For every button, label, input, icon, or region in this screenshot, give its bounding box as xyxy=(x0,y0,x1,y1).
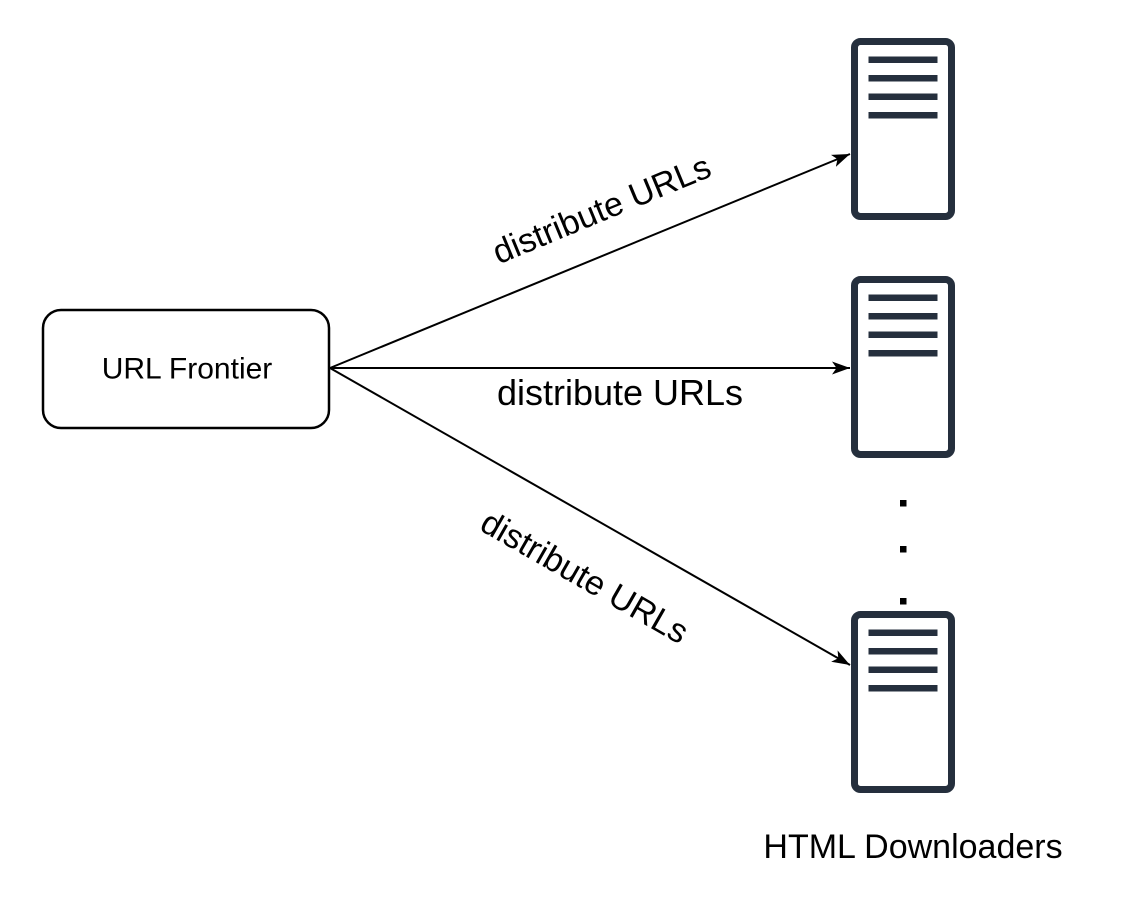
server-bar xyxy=(868,331,938,338)
server-frame xyxy=(851,276,955,458)
server-bar xyxy=(868,666,938,673)
server-frame xyxy=(851,611,955,793)
server-bar xyxy=(868,313,938,320)
server-bar xyxy=(868,685,938,692)
ellipsis-dot xyxy=(900,598,907,605)
url-frontier-box xyxy=(41,308,331,430)
arrow-line-1 xyxy=(329,153,851,369)
server-icon-3 xyxy=(851,611,955,793)
server-icon-1 xyxy=(851,38,955,220)
server-bar xyxy=(868,648,938,655)
edge-distribute-urls-1: distribute URLs xyxy=(329,148,851,369)
server-bar xyxy=(868,112,938,119)
server-bar xyxy=(868,75,938,82)
ellipsis-dot xyxy=(900,500,907,507)
url-frontier-node: URL Frontier xyxy=(41,308,331,430)
url-frontier-label: URL Frontier xyxy=(102,353,273,386)
server-bar xyxy=(868,350,938,357)
edge-label-3: distribute URLs xyxy=(474,503,695,651)
edge-label-1: distribute URLs xyxy=(487,148,716,272)
server-bar xyxy=(868,629,938,636)
arrow-line-3 xyxy=(329,367,851,666)
edge-distribute-urls-2: distribute URLs xyxy=(330,361,850,413)
ellipsis-dot xyxy=(900,546,907,553)
server-icon-2 xyxy=(851,276,955,458)
server-bar xyxy=(868,93,938,100)
server-bar xyxy=(868,56,938,63)
server-bar xyxy=(868,294,938,301)
html-downloaders-label: HTML Downloaders xyxy=(763,828,1062,866)
edge-label-2: distribute URLs xyxy=(497,372,743,413)
server-frame xyxy=(851,38,955,220)
ellipsis-dots xyxy=(900,500,907,605)
